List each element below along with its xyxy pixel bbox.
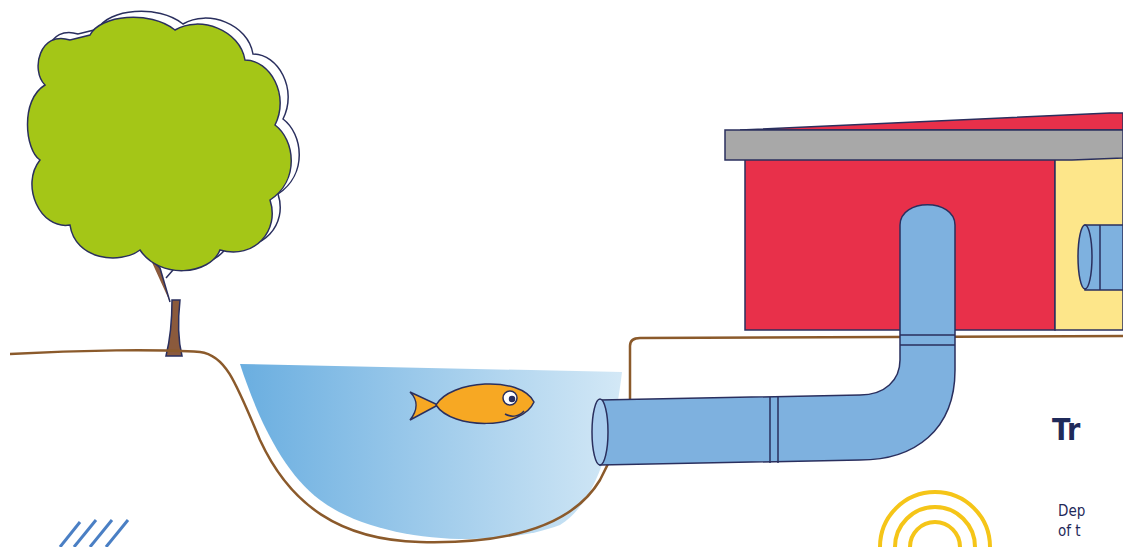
body-text: of t <box>1058 522 1081 540</box>
intake-pipe <box>592 205 955 465</box>
fish <box>410 384 534 424</box>
rain-marks <box>60 520 128 547</box>
heading: Tr <box>1052 412 1080 447</box>
pond-water <box>240 364 622 539</box>
sun-arcs <box>880 492 990 547</box>
body-text: Dep <box>1058 502 1085 520</box>
tree <box>28 11 300 356</box>
